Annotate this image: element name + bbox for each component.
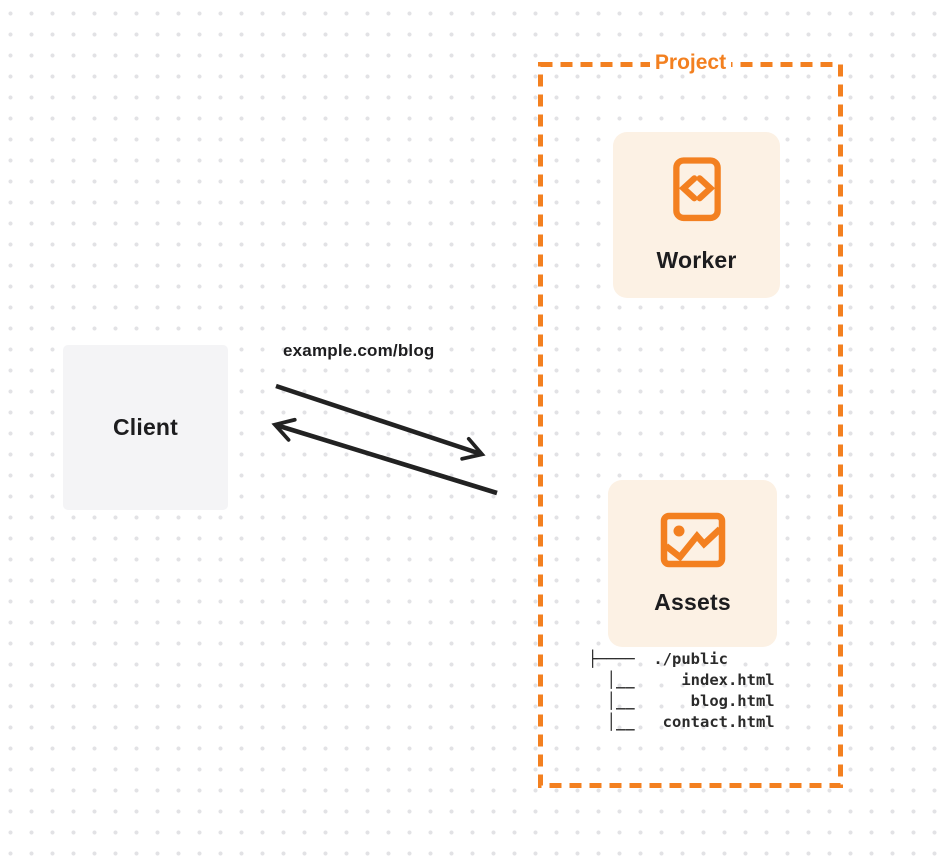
client-label: Client <box>112 414 179 440</box>
image-icon <box>660 512 726 573</box>
assets-label: Assets <box>654 588 731 615</box>
response-arrow <box>271 417 498 496</box>
project-label: Project <box>538 51 843 75</box>
request-arrow <box>275 383 486 461</box>
assets-node: Assets <box>608 480 777 647</box>
request-url-label: example.com/blog <box>283 341 435 360</box>
assets-file-tree: ├──── ./public │__ index.html │__ blog.h… <box>588 650 775 731</box>
worker-node: Worker <box>613 132 780 298</box>
worker-label: Worker <box>656 247 737 273</box>
code-document-icon <box>670 156 724 231</box>
request-response-arrows <box>271 383 498 496</box>
client-node: Client <box>63 345 228 510</box>
